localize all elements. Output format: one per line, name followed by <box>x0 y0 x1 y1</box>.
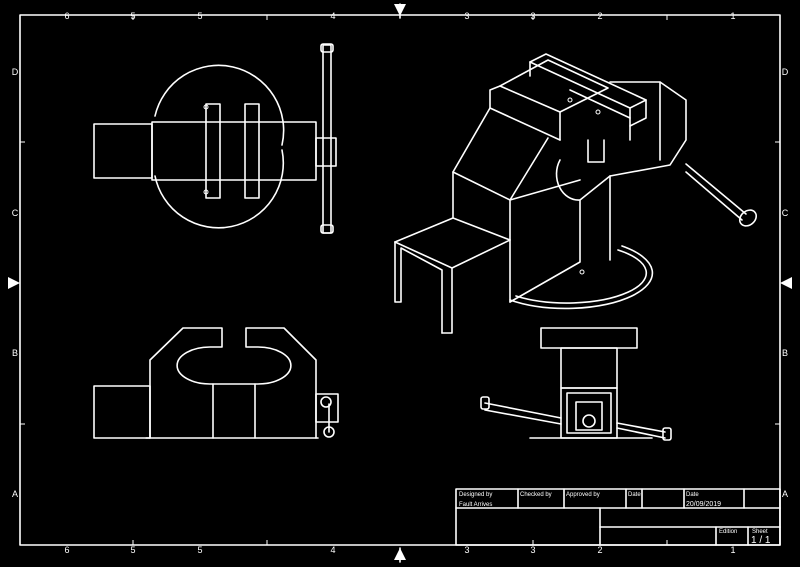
zone-bottom-8: 1 <box>730 545 735 555</box>
isometric-view <box>394 53 758 334</box>
date-value: 20/09/2019 <box>686 501 721 508</box>
zone-left-2: C <box>12 208 19 218</box>
zone-left-4: A <box>12 489 18 499</box>
designed-by-label: Designed by <box>459 492 492 498</box>
date-label-2: Date <box>686 492 699 498</box>
zone-bottom-6: 3 <box>530 545 535 555</box>
edition-label: Edition <box>719 529 737 535</box>
title-block: Designed by Fault Arrives Checked by App… <box>455 488 781 546</box>
front-view <box>93 327 339 439</box>
zone-bottom-2: 5 <box>130 545 135 555</box>
zone-bottom-7: 2 <box>597 545 602 555</box>
zone-right-4: A <box>782 489 788 499</box>
zone-right-3: B <box>782 348 788 358</box>
zone-top-4: 4 <box>330 11 335 21</box>
zone-top-7: 2 <box>597 11 602 21</box>
zone-top-6: 3 <box>530 11 535 21</box>
sheet-value: 1 / 1 <box>751 535 771 546</box>
zone-top-1: 6 <box>64 11 69 21</box>
checked-by-label: Checked by <box>520 492 552 498</box>
zone-right-1: D <box>782 67 789 77</box>
zone-left-3: B <box>12 348 18 358</box>
zone-top-2: 5 <box>130 11 135 21</box>
date-label-1: Date <box>628 492 641 498</box>
center-mark-right <box>780 277 792 289</box>
designed-by-value: Fault Arrives <box>459 502 492 508</box>
drawing-frame <box>8 3 792 563</box>
zone-bottom-3: 5 <box>197 545 202 555</box>
zone-top-3: 5 <box>197 11 202 21</box>
zone-right-2: C <box>782 208 789 218</box>
zone-top-8: 1 <box>730 11 735 21</box>
side-view <box>480 327 672 441</box>
zone-bottom-5: 3 <box>464 545 469 555</box>
center-mark-left <box>8 277 20 289</box>
sheet-label: Sheet <box>752 529 768 535</box>
zone-labels: 6 5 5 4 3 3 2 1 6 5 5 4 3 3 2 1 D C B A … <box>12 11 789 555</box>
top-view <box>93 43 337 234</box>
zone-left-1: D <box>12 67 19 77</box>
zone-bottom-1: 6 <box>64 545 69 555</box>
zone-top-5: 3 <box>464 11 469 21</box>
approved-by-label: Approved by <box>566 492 600 498</box>
zone-bottom-4: 4 <box>330 545 335 555</box>
